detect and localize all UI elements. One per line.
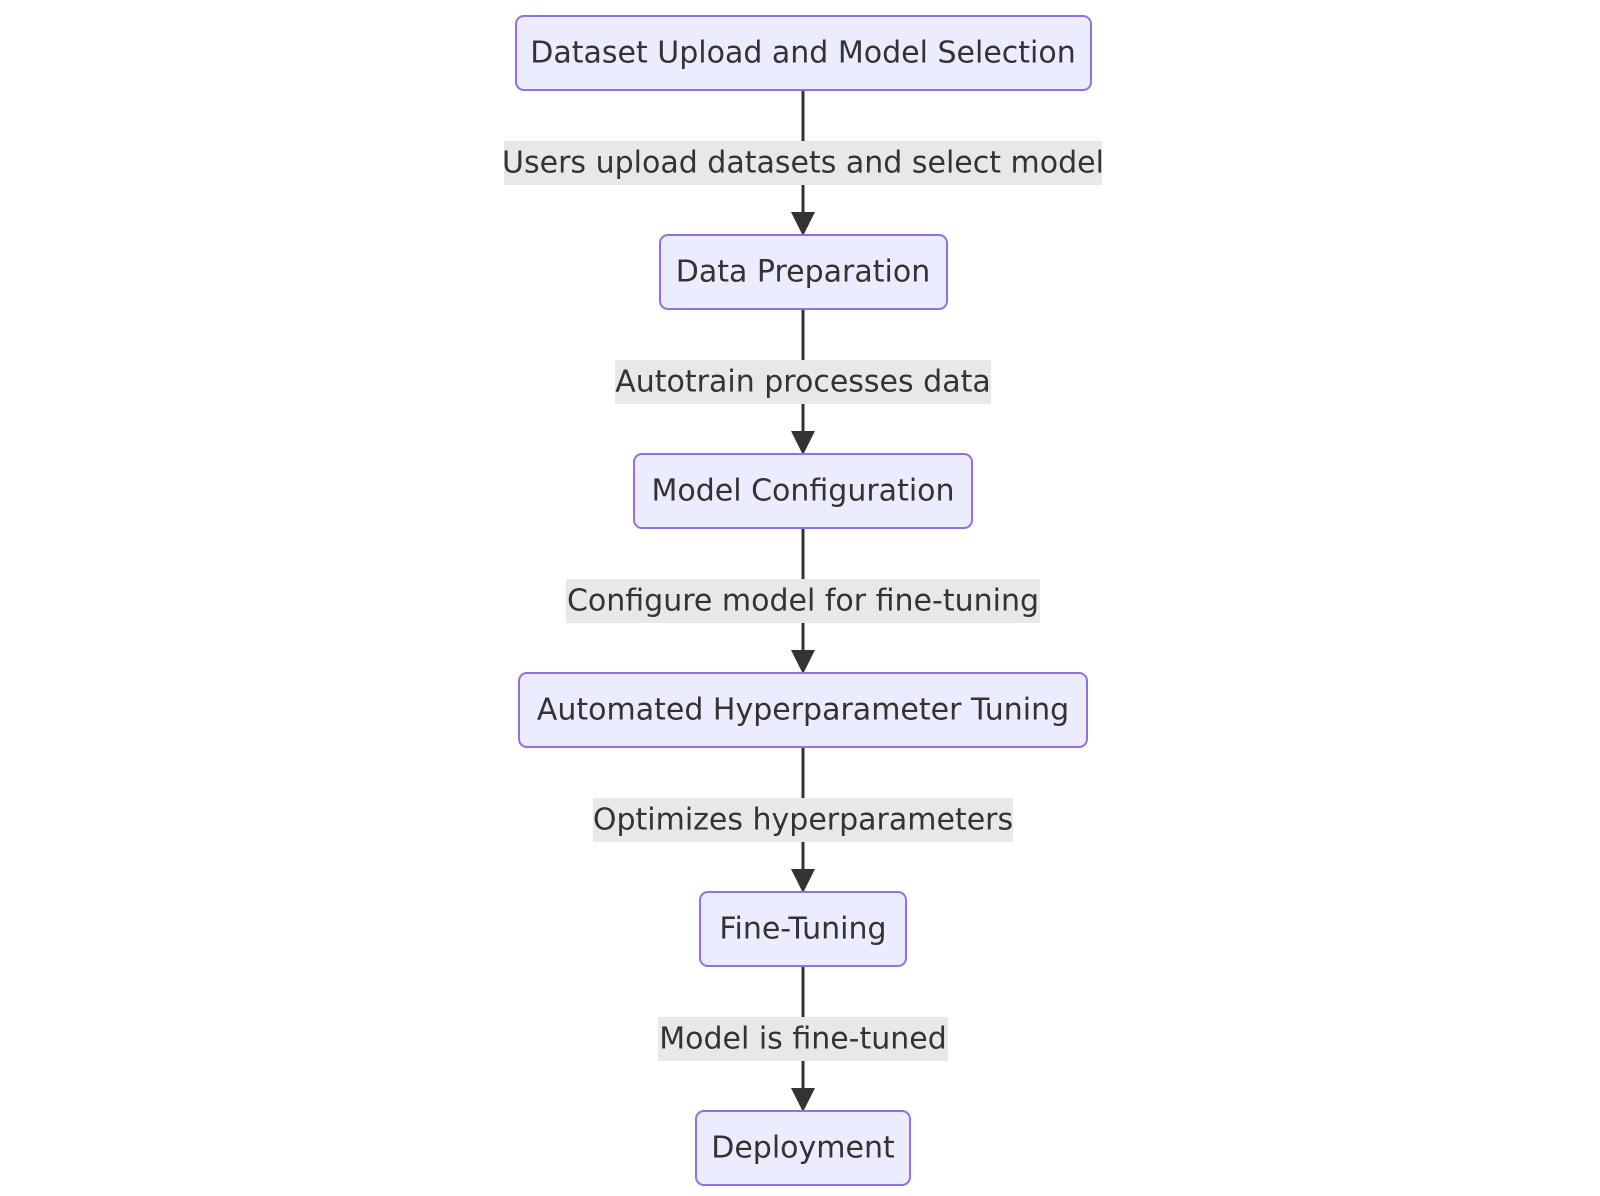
edge-label-prep-to-config: Autotrain processes data (615, 360, 991, 404)
edge-label-hpo-to-finetune: Optimizes hyperparameters (593, 798, 1013, 842)
edge-label-text: Model is fine-tuned (659, 1022, 947, 1057)
edge-label-finetune-to-deploy: Model is fine-tuned (658, 1017, 948, 1061)
edge-label-text: Autotrain processes data (615, 365, 991, 400)
node-label: Automated Hyperparameter Tuning (537, 693, 1069, 728)
node-deployment: Deployment (695, 1110, 911, 1186)
node-dataset-upload: Dataset Upload and Model Selection (515, 15, 1092, 91)
edge-label-upload-to-prep: Users upload datasets and select model (502, 141, 1104, 185)
node-label: Fine-Tuning (719, 912, 886, 947)
edge-label-config-to-hpo: Configure model for fine-tuning (566, 579, 1040, 623)
node-label: Deployment (711, 1131, 895, 1166)
node-label: Model Configuration (651, 474, 954, 509)
edge-label-text: Users upload datasets and select model (502, 146, 1104, 181)
node-fine-tuning: Fine-Tuning (699, 891, 907, 967)
node-label: Dataset Upload and Model Selection (530, 36, 1076, 71)
node-model-configuration: Model Configuration (633, 453, 973, 529)
node-label: Data Preparation (676, 255, 930, 290)
edge-label-text: Optimizes hyperparameters (593, 803, 1013, 838)
edge-label-text: Configure model for fine-tuning (567, 584, 1039, 619)
node-data-preparation: Data Preparation (659, 234, 948, 310)
node-hyperparameter-tuning: Automated Hyperparameter Tuning (518, 672, 1088, 748)
